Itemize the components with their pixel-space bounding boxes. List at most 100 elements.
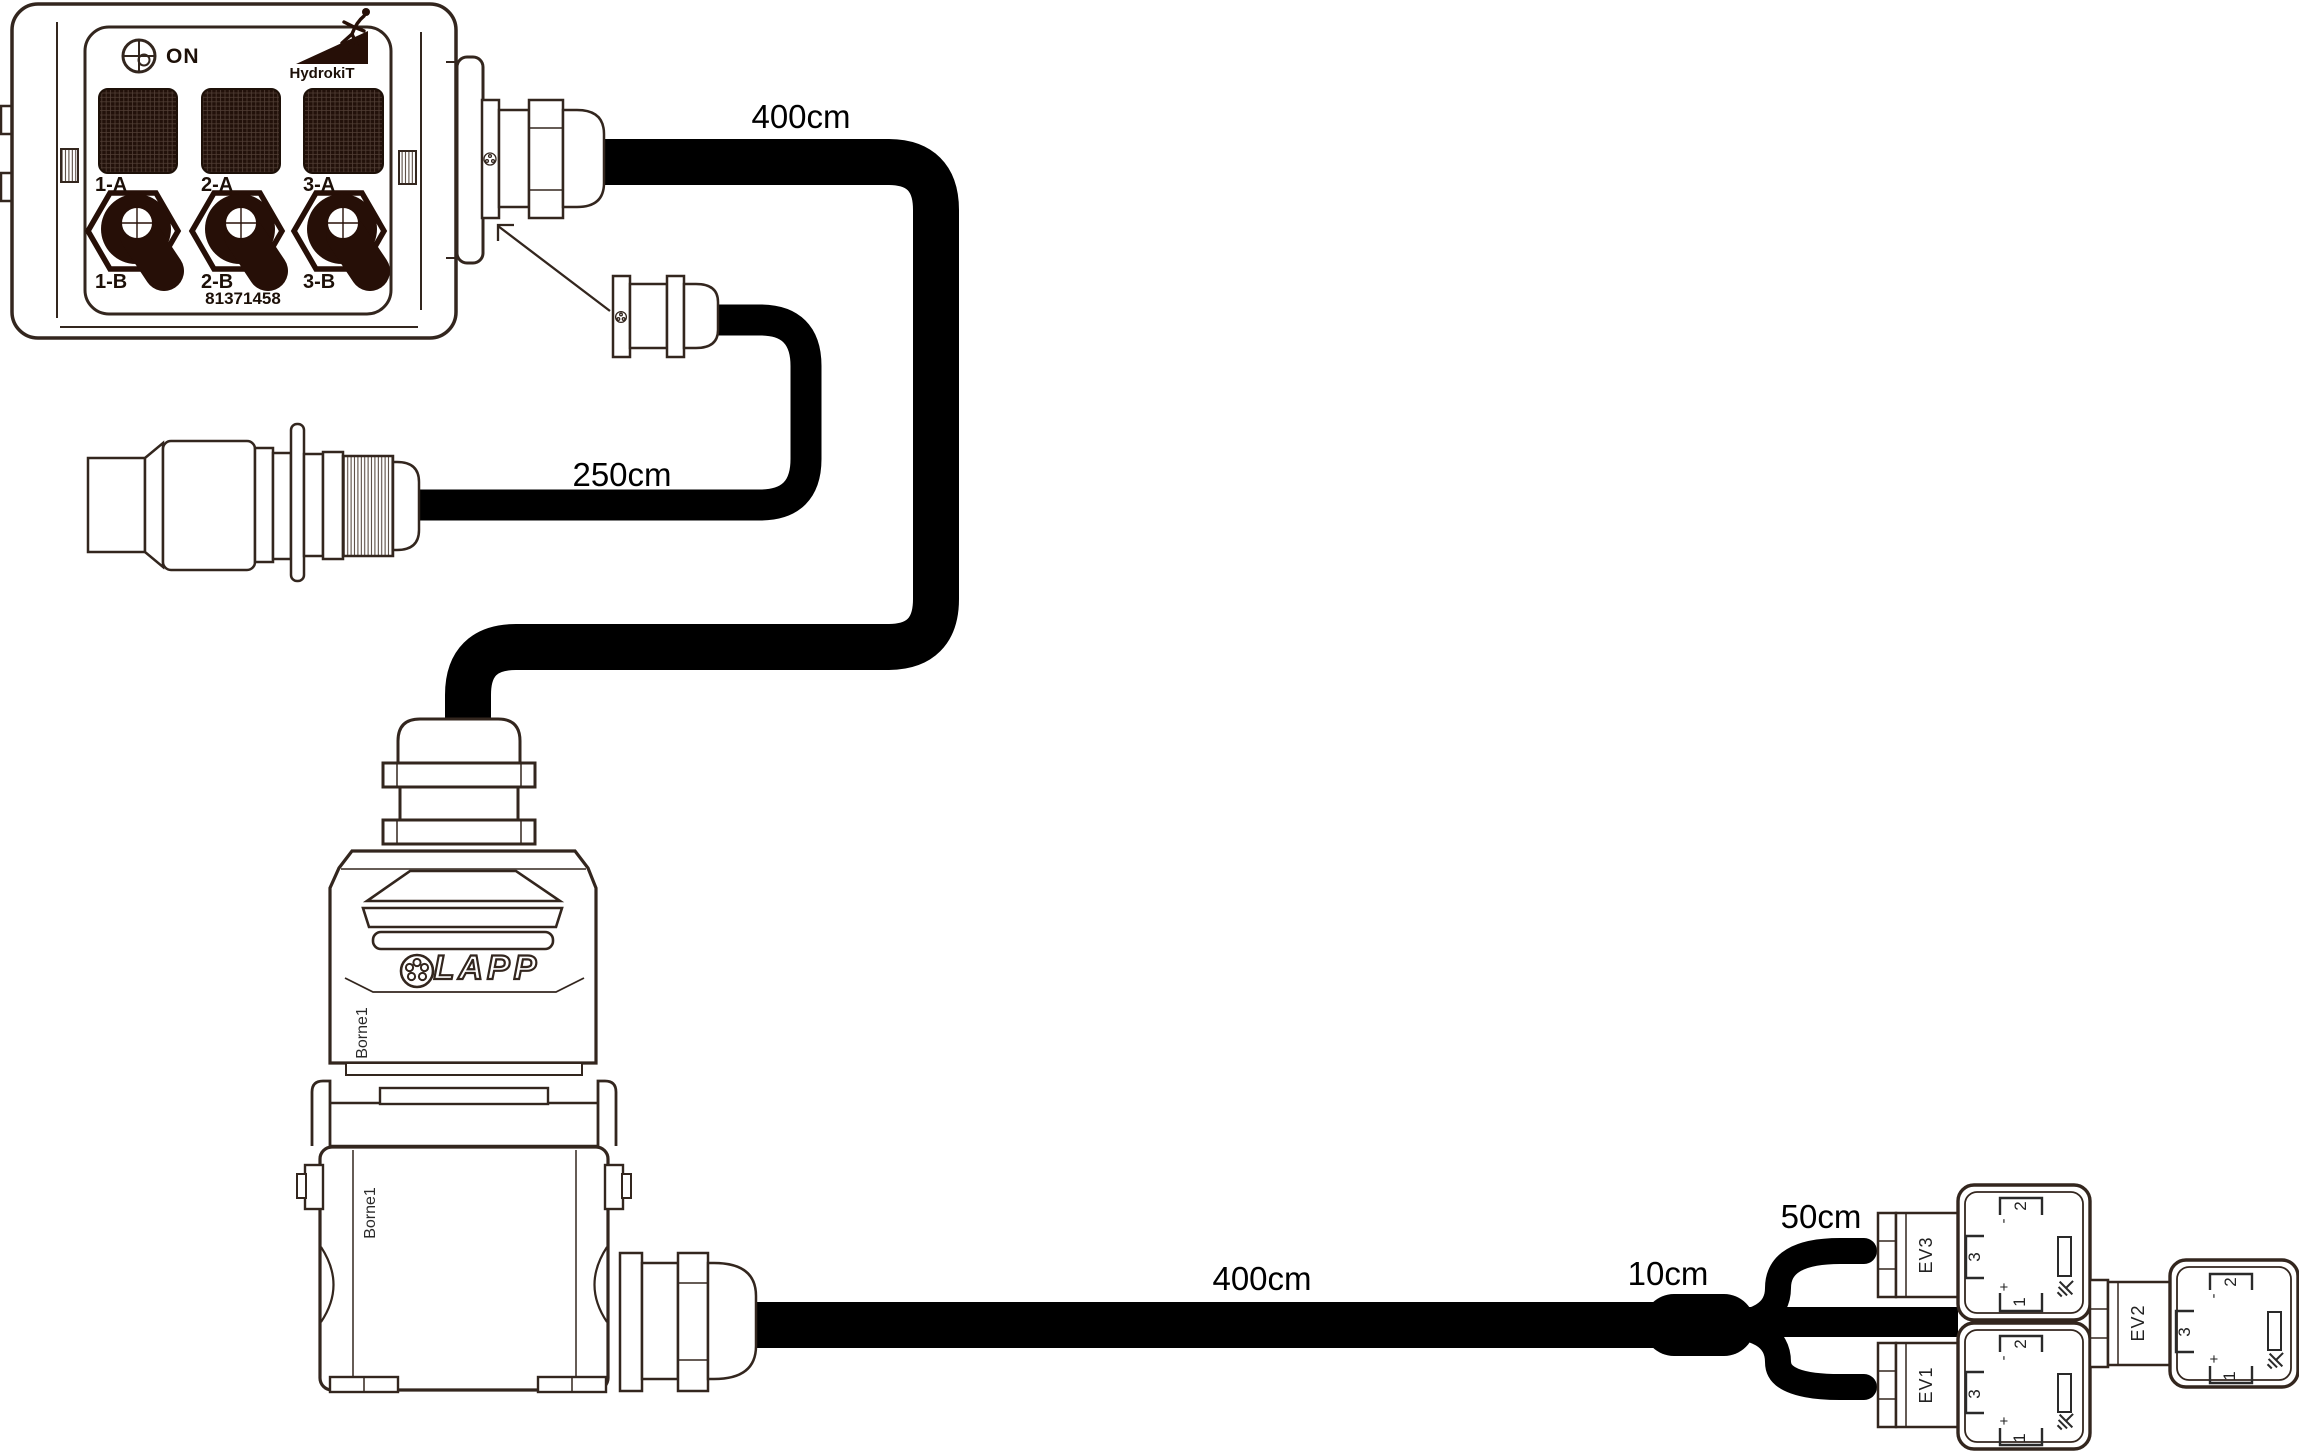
connector-callout-arrow: [496, 223, 611, 312]
switch-2-top-label: 2-A: [201, 174, 234, 196]
gland-seal-icon: [483, 152, 497, 166]
gland-body: [497, 108, 531, 209]
base-clamp-right: [603, 1163, 625, 1211]
mating-dome: [682, 282, 720, 350]
lapp-latch-profile: [362, 869, 565, 903]
ev1-pin1: 1: [2010, 1433, 2029, 1443]
box-side-gland: [446, 55, 606, 265]
plug-tip: [86, 456, 147, 554]
cables: [412, 139, 1958, 1400]
lapp-hood-shell: [328, 849, 598, 1065]
plug-barrel: [161, 439, 257, 572]
ev2-slot: [2267, 1311, 2282, 1351]
ev1-ground-icon: [2056, 1413, 2074, 1431]
mating-seal-icon: [614, 310, 628, 324]
lapp-gland-dome: [396, 717, 522, 765]
gland-mount-plate: [455, 55, 485, 265]
box-clip-left: [60, 148, 79, 183]
base-side-gland: [618, 1251, 758, 1393]
cable-length-branch: 50cm: [1780, 1198, 1862, 1235]
lapp-gland-nut-upper: [381, 761, 537, 789]
base-cutout-left: [320, 1246, 335, 1323]
ev3-pin3-bracket: [1964, 1234, 1984, 1280]
cable-400-top: [445, 139, 959, 726]
plug-taper: [143, 440, 165, 570]
switch-window-3: [303, 88, 384, 174]
frame-center-key: [378, 1086, 550, 1106]
ev3-pin3: 3: [1965, 1252, 1984, 1262]
ev3-pin2-bracket: [1998, 1196, 2044, 1215]
ev2-pin2-bracket: [2208, 1272, 2254, 1290]
box-wall-lines: [56, 22, 422, 328]
ev3-connector: [1876, 1183, 2092, 1322]
ev1-slot: [2057, 1373, 2072, 1413]
ev3-pin1: 1: [2010, 1297, 2029, 1307]
ev1-pin1-bracket: [1998, 1428, 2044, 1447]
ev2-pin3-bracket: [2174, 1309, 2194, 1354]
gland-nut: [527, 98, 565, 220]
plug-dome: [391, 460, 421, 552]
hydrokit-logo-icon: [296, 8, 370, 64]
base-terminal-label: Borne1: [362, 1187, 379, 1239]
part-number: 81371458: [205, 289, 281, 308]
ev2-pin1-bracket: [2208, 1366, 2254, 1385]
lapp-logo-icon: [399, 953, 435, 989]
cable-length-top: 400cm: [751, 98, 851, 135]
ev2-minus: -: [2205, 1293, 2222, 1299]
control-box: [0, 2, 458, 340]
lapp-gland-neck: [398, 785, 520, 822]
ev2-pin2: 2: [2221, 1277, 2240, 1287]
plug-collar: [289, 422, 306, 583]
switch-window-2: [201, 88, 281, 174]
lapp-brand-label: LAPP: [433, 949, 541, 987]
ev2-ground-icon: [2266, 1352, 2284, 1370]
ev1-pin2: 2: [2011, 1339, 2030, 1349]
switch-1-bottom-label: 1-B: [95, 271, 128, 293]
ev3-slot: [2057, 1236, 2072, 1277]
mating-body: [628, 282, 669, 350]
ev1-tab: [1876, 1341, 1898, 1429]
ev1-pin3-bracket: [1964, 1370, 1984, 1415]
plug-knurled-ring: [341, 454, 395, 558]
base-body: [318, 1145, 610, 1392]
lapp-hood-connector: [328, 717, 598, 1076]
ev3-ground-icon: [2056, 1280, 2074, 1298]
ev1-connector: [1876, 1321, 2092, 1451]
toggle-switch-3[interactable]: [290, 190, 390, 291]
ev3-minus: -: [1995, 1218, 2012, 1224]
switch-window-1: [98, 88, 178, 174]
power-indicator-icon: [121, 38, 157, 74]
toggle-switch-2[interactable]: [188, 190, 288, 291]
base-clamp-left: [303, 1163, 325, 1211]
ev2-connector: [2088, 1258, 2299, 1389]
cable-length-bottom: 400cm: [1212, 1260, 1312, 1297]
ev1-label: EV1: [1916, 1366, 1936, 1404]
power-plug: [86, 422, 421, 583]
base-housing: [296, 1145, 632, 1394]
ev2-tab: [2088, 1278, 2110, 1369]
switch-3-bottom-label: 3-B: [303, 271, 336, 293]
cable-250: [412, 304, 822, 521]
cable-length-trunk: 10cm: [1627, 1255, 1709, 1292]
mating-nut: [665, 274, 686, 359]
base-cutout-right: [593, 1246, 608, 1323]
base-gland-dome: [706, 1261, 758, 1381]
toggle-switch-1[interactable]: [84, 190, 184, 291]
ev3-label: EV3: [1916, 1236, 1936, 1274]
box-clip-right: [398, 150, 417, 185]
ev3-pin1-bracket: [1998, 1293, 2044, 1313]
mating-connector: [611, 274, 720, 359]
lapp-latch-slot: [371, 930, 555, 951]
ev2-pin3: 3: [2175, 1327, 2194, 1337]
switch-2-bottom-label: 2-B: [201, 271, 234, 293]
ev3-pin2: 2: [2011, 1201, 2030, 1211]
switch-3-top-label: 3-A: [303, 174, 336, 196]
ev1-pin3: 3: [1965, 1389, 1984, 1399]
ev2-label: EV2: [2128, 1304, 2148, 1342]
ev2-pin1: 1: [2220, 1371, 2239, 1381]
cable-length-middle: 250cm: [572, 456, 672, 493]
switch-1-top-label: 1-A: [95, 174, 128, 196]
ev1-minus: -: [1995, 1355, 2012, 1361]
